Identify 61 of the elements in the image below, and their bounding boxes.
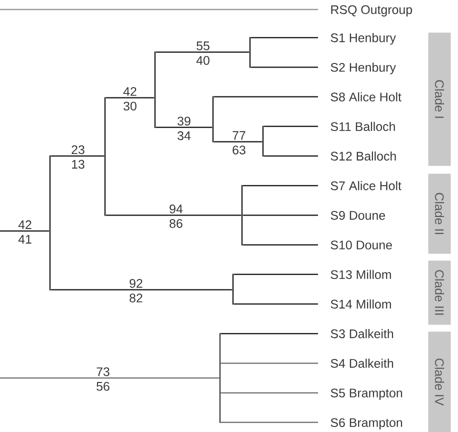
taxon-label: S13 Millom bbox=[330, 270, 391, 280]
clade-band: Clade II bbox=[428, 174, 451, 254]
support-value: 92 bbox=[130, 279, 142, 288]
support-value: 40 bbox=[196, 56, 210, 65]
tree-branch bbox=[234, 274, 318, 276]
taxon-label: RSQ Outgroup bbox=[331, 5, 412, 17]
support-value: 73 bbox=[96, 367, 110, 376]
support-value: 94 bbox=[170, 204, 183, 214]
tree-branch bbox=[220, 362, 318, 364]
tree-branch bbox=[214, 96, 318, 98]
tree-branch bbox=[264, 155, 318, 157]
clade-band: Clade III bbox=[428, 260, 451, 325]
taxon-label: S3 Dalkeith bbox=[330, 329, 394, 338]
tree-branch bbox=[220, 392, 318, 394]
taxon-label: S4 Dalkeith bbox=[330, 358, 394, 368]
support-value: 23 bbox=[72, 145, 84, 154]
taxon-label: S11 Balloch bbox=[330, 122, 395, 131]
support-value: 30 bbox=[124, 102, 136, 111]
tree-branch bbox=[250, 66, 318, 68]
taxon-label: S9 Doune bbox=[330, 211, 386, 220]
support-value: 56 bbox=[96, 382, 110, 391]
tree-branch bbox=[250, 36, 318, 38]
support-value: 13 bbox=[72, 160, 84, 169]
support-value: 39 bbox=[178, 116, 190, 126]
tree-branch bbox=[106, 214, 242, 216]
support-value: 77 bbox=[232, 131, 246, 140]
support-value: 86 bbox=[170, 219, 182, 228]
tree-branch bbox=[242, 185, 318, 186]
support-value: 63 bbox=[232, 146, 246, 154]
tree-branch bbox=[106, 97, 154, 98]
tree-branch bbox=[220, 422, 318, 424]
support-value: 82 bbox=[130, 294, 142, 302]
taxon-label: S1 Henbury bbox=[330, 33, 396, 45]
taxon-label: S14 Millom bbox=[330, 299, 391, 309]
tree-branch bbox=[156, 52, 250, 53]
taxon-label: S12 Balloch bbox=[330, 151, 396, 161]
tree-branch bbox=[50, 289, 232, 290]
support-value: 41 bbox=[18, 235, 32, 244]
support-value: 55 bbox=[196, 42, 210, 50]
tree-branch bbox=[264, 126, 318, 128]
tree-branch bbox=[0, 377, 220, 379]
tree-branch bbox=[156, 126, 212, 128]
support-value: 34 bbox=[178, 131, 191, 140]
tree-branch bbox=[214, 141, 262, 142]
taxon-label: S8 Alice Holt bbox=[330, 92, 402, 102]
taxon-label: S2 Henbury bbox=[330, 62, 396, 74]
tree-branch bbox=[0, 230, 50, 232]
tree-branch bbox=[242, 214, 318, 216]
taxon-label: S7 Alice Holt bbox=[330, 181, 402, 190]
tree-branch bbox=[220, 333, 318, 334]
taxon-label: S10 Doune bbox=[330, 240, 392, 250]
tree-branch bbox=[0, 8, 318, 10]
taxon-label: S5 Brampton bbox=[330, 388, 402, 400]
tree-branch bbox=[234, 303, 318, 305]
clade-band: Clade IV bbox=[428, 332, 451, 432]
clade-band: Clade I bbox=[428, 32, 451, 166]
taxon-label: S6 Brampton bbox=[330, 418, 402, 430]
support-value: 42 bbox=[18, 220, 32, 229]
tree-branch bbox=[242, 244, 318, 246]
tree-branch bbox=[50, 155, 104, 157]
support-value: 42 bbox=[123, 87, 136, 96]
